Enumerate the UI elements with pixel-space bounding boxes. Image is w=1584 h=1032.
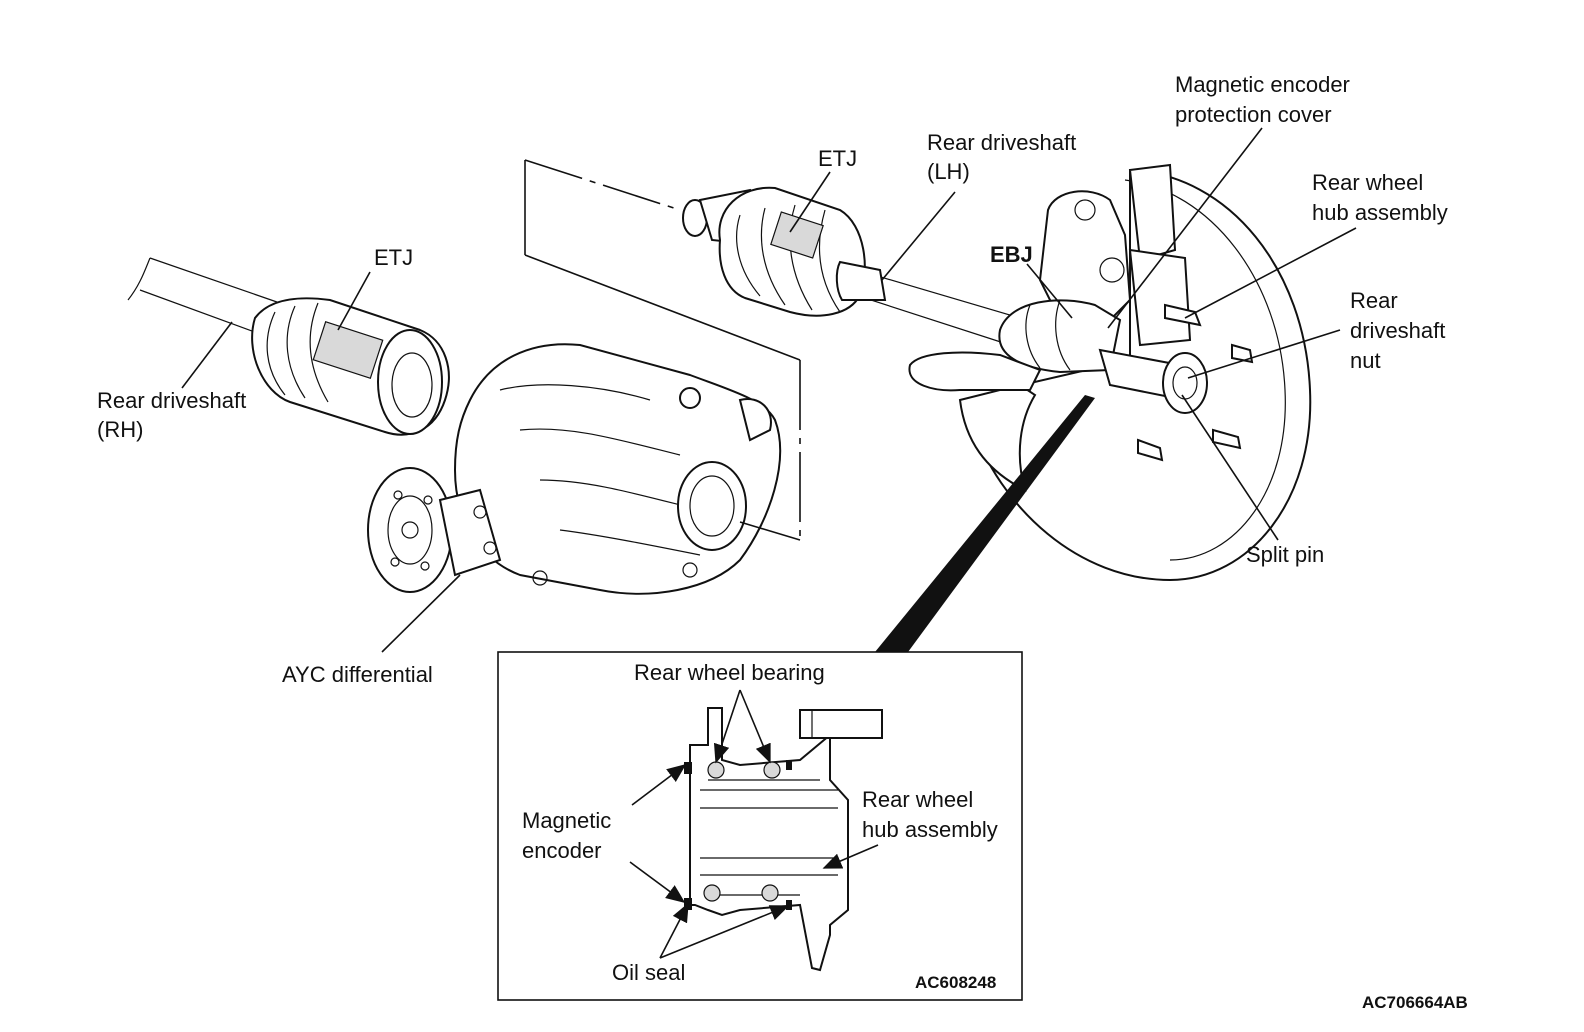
inset-detail: Rear wheel bearing Magnetic encoder Rear… [497,651,1023,1001]
label-etj-right: ETJ [818,146,857,171]
label-hub-assembly-line1: Rear wheel [1312,170,1423,195]
inset-label-hub-assembly-line2: hub assembly [862,817,998,842]
inset-hub-section [684,707,883,972]
rear-driveshaft-lh [682,186,1021,346]
label-rear-driveshaft-lh-side: (LH) [927,159,970,184]
ayc-differential [367,343,782,595]
label-encoder-cover-line1: Magnetic encoder [1175,72,1350,97]
label-hub-assembly-line2: hub assembly [1312,200,1448,225]
leader-lines [181,127,1357,653]
inset-label-oil-seal: Oil seal [612,960,685,985]
inset-label-magnetic-encoder-line2: encoder [522,838,602,863]
perspective-plane [524,159,801,541]
label-split-pin: Split pin [1246,542,1324,567]
label-encoder-cover-line2: protection cover [1175,102,1332,127]
figure-code: AC706664AB [1362,993,1468,1012]
label-etj-left: ETJ [374,245,413,270]
inset-label-magnetic-encoder-line1: Magnetic [522,808,611,833]
label-rear-driveshaft-lh: Rear driveshaft [927,130,1076,155]
label-ayc-differential: AYC differential [282,662,433,687]
label-rear-driveshaft-rh-side: (RH) [97,417,143,442]
inset-label-hub-assembly-line1: Rear wheel [862,787,973,812]
label-rear-driveshaft-rh: Rear driveshaft [97,388,246,413]
inset-leader-lines [629,689,879,959]
knuckle-hub-assembly [908,163,1312,582]
rear-driveshaft-rh [127,257,450,436]
zoom-pointer [875,395,1095,652]
inset-label-rear-wheel-bearing: Rear wheel bearing [634,660,825,685]
label-driveshaft-nut-line1: Rear [1350,288,1398,313]
label-driveshaft-nut-line2: driveshaft [1350,318,1445,343]
main-labels: ETJ Rear driveshaft (RH) AYC differentia… [97,72,1448,687]
label-ebj: EBJ [990,242,1033,267]
label-driveshaft-nut-line3: nut [1350,348,1381,373]
inset-figure-code: AC608248 [915,973,996,992]
